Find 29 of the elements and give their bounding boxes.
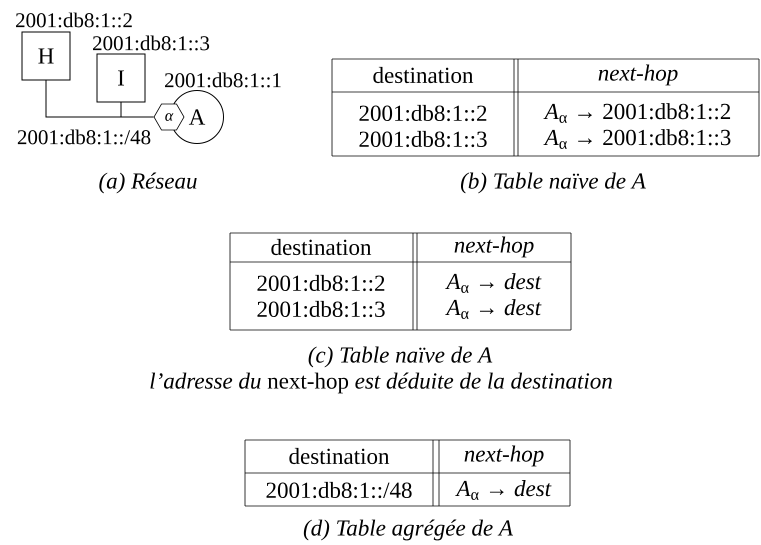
address-label: 2001:db8:1::1 (165, 72, 281, 88)
column-header: destination (373, 66, 474, 84)
column-header: destination (289, 448, 390, 464)
table-entry: A$_{α}$ → dest (445, 273, 542, 293)
address-label: 2001:db8:1::2 (16, 12, 132, 28)
table-entry: A$_{α}$ → dest (445, 299, 542, 319)
table-entry: A$_{α}$ → 2001:db8:1::3 (543, 129, 730, 149)
host-box: I (96, 54, 146, 102)
table-entry: 2001:db8:1::2 (257, 274, 384, 292)
caption: (d) Table agrégée de A (304, 520, 514, 540)
column-header: next-hop (464, 446, 544, 466)
table-entry: 2001:db8:1::3 (359, 130, 487, 148)
table-entry: A$_{α}$ → dest (455, 480, 552, 500)
caption: (a) Réseau (99, 172, 197, 194)
network-link (120, 102, 154, 118)
column-header: next-hop (598, 64, 678, 86)
interface-hexagon: α (154, 104, 184, 130)
caption: (c) Table naïve de A (308, 346, 492, 368)
table-entry: 2001:db8:1::/48 (266, 482, 412, 498)
address-label: 2001:db8:1::/48 (18, 130, 150, 144)
caption: (b) Table naïve de A (460, 172, 646, 194)
column-header: next-hop (454, 236, 534, 258)
table-entry: 2001:db8:1::2 (359, 104, 486, 122)
address-label: 2001:db8:1::3 (93, 36, 210, 50)
caption-note: l’adresse du next-hop est déduite de la destination (150, 372, 612, 394)
column-header: destination (271, 238, 372, 256)
table-entry: 2001:db8:1::3 (257, 300, 385, 318)
table-entry: A$_{α}$ → 2001:db8:1::2 (543, 103, 730, 123)
host-box: H (22, 32, 70, 80)
